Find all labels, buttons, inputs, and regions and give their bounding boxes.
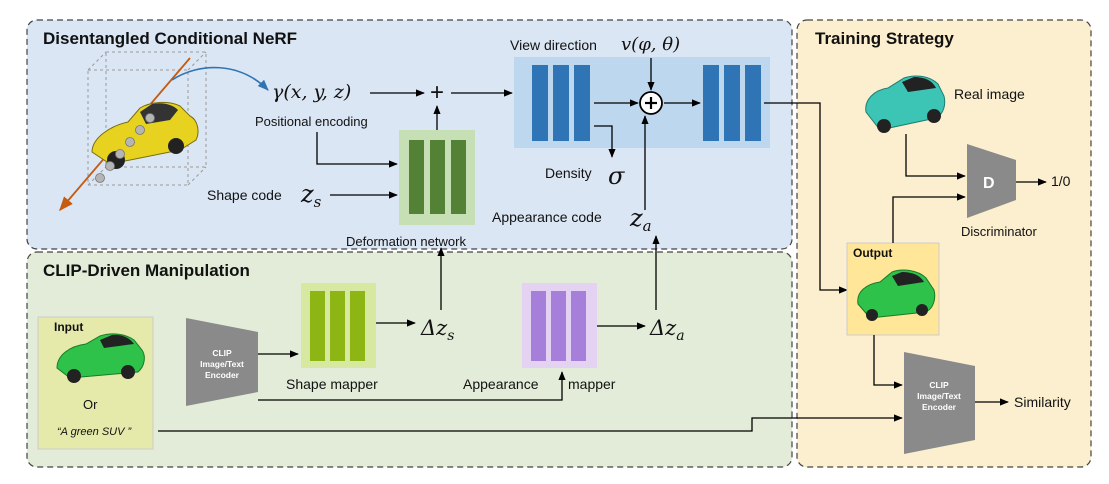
clip-encoder-output-label: CLIP (929, 380, 949, 390)
training-title: Training Strategy (815, 29, 954, 48)
input-label: Input (54, 320, 83, 334)
ray-scene (59, 51, 269, 212)
view-direction-formula: v(φ, θ) (621, 34, 680, 55)
nerf-title: Disentangled Conditional NeRF (43, 29, 297, 48)
deformation-network (399, 130, 475, 225)
gamma-encoding-formula: γ(x, y, z) (272, 81, 351, 103)
delta-za: Δza (649, 316, 685, 344)
positional-encoding-label: Positional encoding (255, 114, 368, 129)
training-panel (796, 19, 1092, 468)
clip-encoder-output (904, 352, 975, 454)
output-label: Output (853, 246, 892, 260)
discriminator-label: Discriminator (961, 224, 1038, 239)
view-direction-label: View direction (510, 37, 597, 53)
clip-title: CLIP-Driven Manipulation (43, 261, 250, 280)
density-formula: σ (608, 162, 625, 190)
clip-panel (26, 251, 793, 468)
appearance-mapper-label-2: mapper (568, 376, 616, 392)
concat-node (639, 91, 663, 115)
clip-encoder-input-label: CLIP (212, 348, 232, 358)
appearance-mapper-label: Appearance (463, 376, 539, 392)
text-prompt: “A green SUV ” (57, 426, 133, 438)
clip-encoder-input (186, 318, 258, 406)
appearance-code-label: Appearance code (492, 209, 602, 225)
or-label: Or (83, 397, 98, 412)
shape-mapper (301, 283, 376, 368)
appearance-mapper (522, 283, 597, 368)
shape-mapper-label: Shape mapper (286, 376, 378, 392)
plus-node: + (430, 79, 444, 106)
real-image-car (865, 75, 946, 133)
shape-code-label: Shape code (207, 187, 282, 203)
density-label: Density (545, 165, 592, 181)
discriminator-output: 1/0 (1051, 173, 1071, 189)
clip-encoder-output-label-2: Image/Text (917, 391, 961, 401)
clip-encoder-output-label-3: Encoder (922, 402, 957, 412)
discriminator-letter: D (983, 175, 995, 192)
output-car (857, 269, 936, 321)
green-suv-image (56, 333, 145, 383)
similarity-label: Similarity (1014, 394, 1071, 410)
clip-encoder-input-label-3: Encoder (205, 370, 240, 380)
discriminator (967, 144, 1016, 218)
deformation-network-label: Deformation network (346, 234, 466, 249)
clip-encoder-input-label-2: Image/Text (200, 359, 244, 369)
real-image-label: Real image (954, 86, 1025, 102)
